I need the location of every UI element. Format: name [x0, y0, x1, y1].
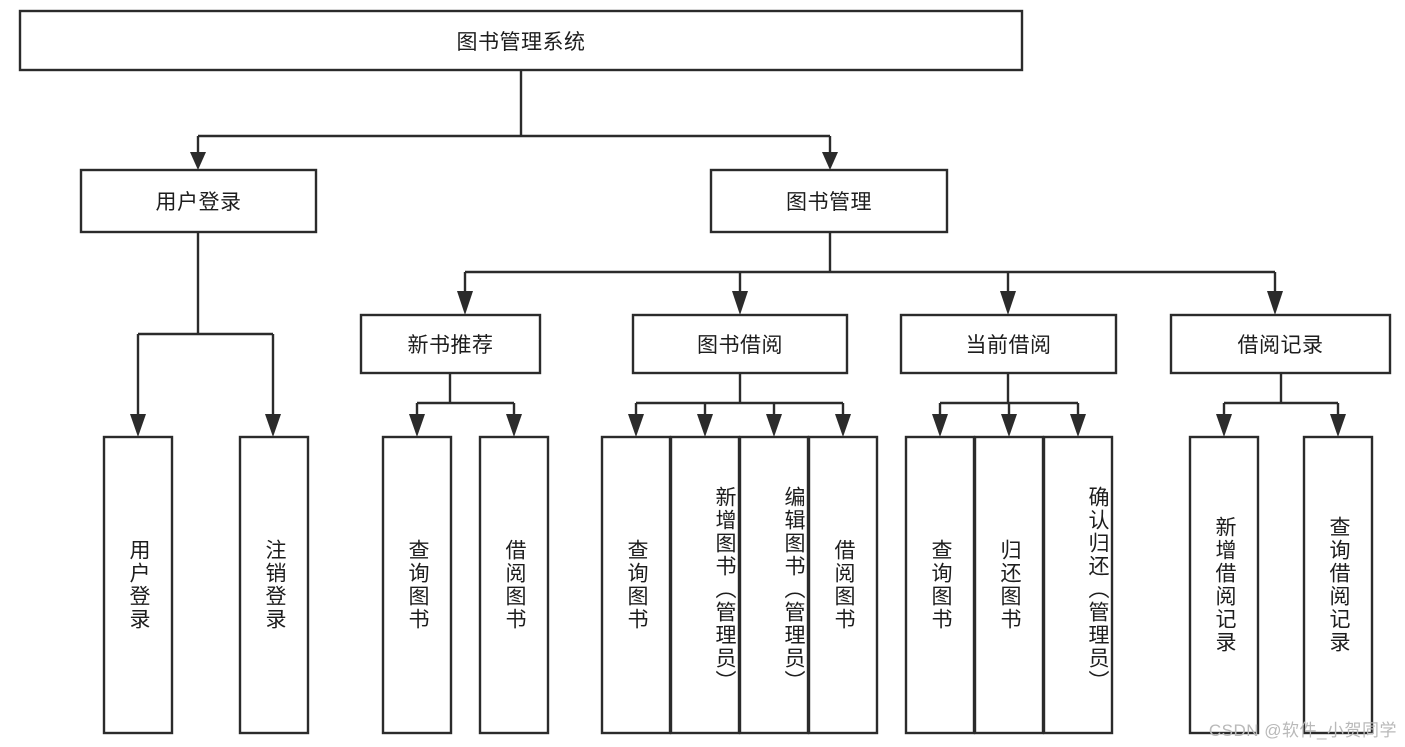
node-leaf-current-0[interactable]: [904, 435, 976, 735]
node-current-borrow[interactable]: [899, 313, 1118, 375]
arrow-bookmgmt-c4: [1267, 291, 1283, 315]
node-new-book-recommend[interactable]: [359, 313, 542, 375]
arrow-borrow-c2: [697, 414, 713, 437]
node-leaf-recommend-1[interactable]: [478, 435, 550, 735]
node-group: [18, 9, 1392, 735]
arrow-root-to-user-login: [190, 152, 206, 170]
node-leaf-user-login-0[interactable]: [102, 435, 174, 735]
arrow-current-c1: [932, 414, 948, 437]
node-leaf-current-2[interactable]: [1042, 435, 1114, 735]
arrow-recommend-c2: [506, 414, 522, 437]
node-leaf-record-1[interactable]: [1302, 435, 1374, 735]
node-root[interactable]: [18, 9, 1024, 72]
arrow-borrow-c3: [766, 414, 782, 437]
arrow-root-to-book-mgmt: [822, 152, 838, 170]
node-leaf-borrow-1[interactable]: [669, 435, 741, 735]
node-leaf-recommend-0[interactable]: [381, 435, 453, 735]
arrow-record-c2: [1330, 414, 1346, 437]
node-book-borrow[interactable]: [631, 313, 849, 375]
arrow-recommend-c1: [409, 414, 425, 437]
connector-group: [130, 70, 1346, 437]
node-leaf-borrow-2[interactable]: [738, 435, 810, 735]
arrow-userlogin-c1: [130, 414, 146, 437]
node-borrow-record[interactable]: [1169, 313, 1392, 375]
node-leaf-borrow-3[interactable]: [807, 435, 879, 735]
arrow-bookmgmt-c1: [457, 291, 473, 315]
node-leaf-borrow-0[interactable]: [600, 435, 672, 735]
arrow-current-c2: [1001, 414, 1017, 437]
node-leaf-record-0[interactable]: [1188, 435, 1260, 735]
node-leaf-user-login-1[interactable]: [238, 435, 310, 735]
arrow-bookmgmt-c3: [1000, 291, 1016, 315]
arrow-borrow-c4: [835, 414, 851, 437]
arrow-current-c3: [1070, 414, 1086, 437]
arrow-userlogin-c2: [265, 414, 281, 437]
node-user-login[interactable]: [79, 168, 318, 234]
node-book-management[interactable]: [709, 168, 949, 234]
arrow-record-c1: [1216, 414, 1232, 437]
arrow-borrow-c1: [628, 414, 644, 437]
node-leaf-current-1[interactable]: [973, 435, 1045, 735]
arrow-bookmgmt-c2: [732, 291, 748, 315]
